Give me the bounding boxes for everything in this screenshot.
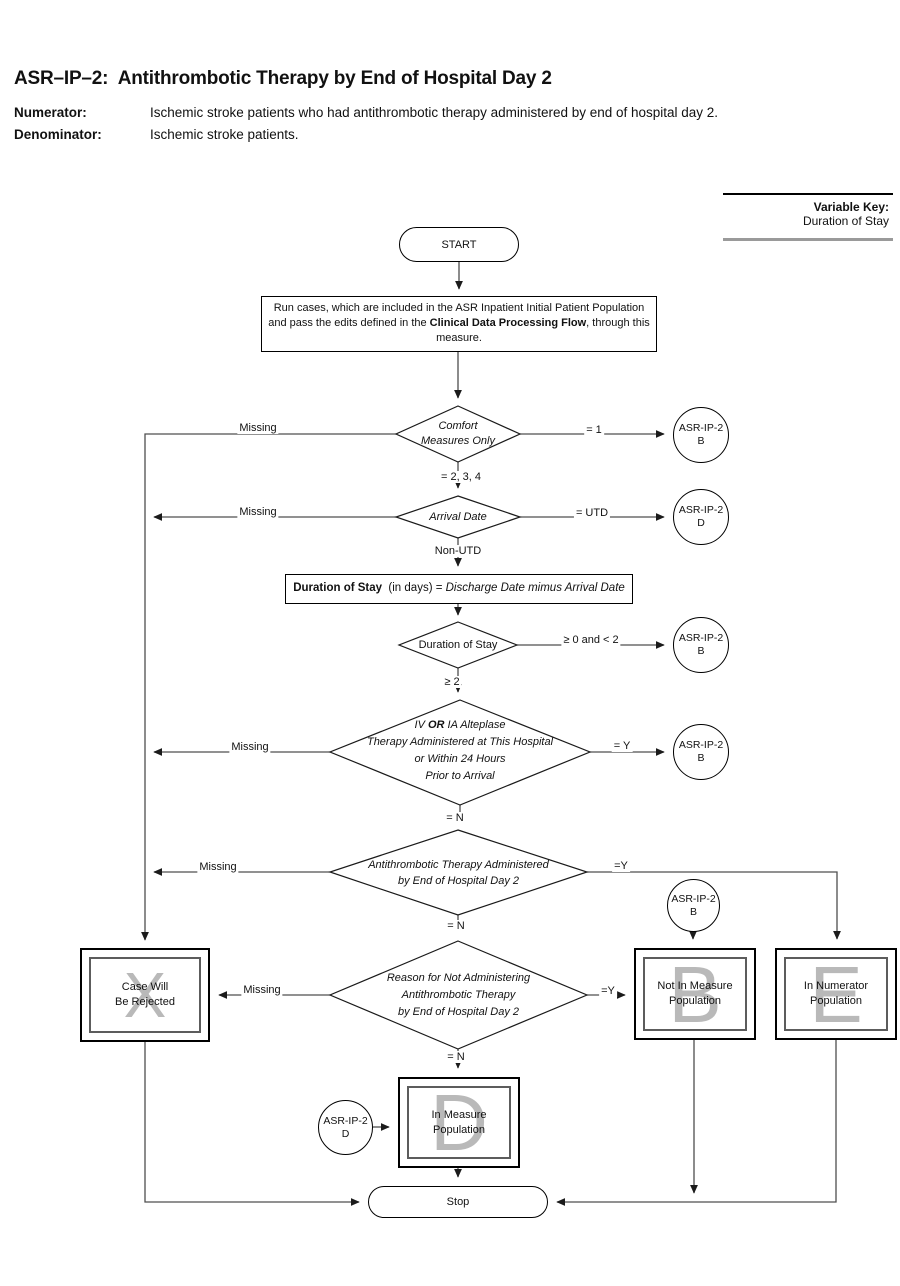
label-non-utd: Non-UTD bbox=[432, 545, 484, 557]
numerator-label: Numerator: bbox=[14, 105, 87, 120]
reason-diamond-shape bbox=[328, 940, 589, 1050]
duration-diamond-text: Duration of Stay bbox=[418, 639, 498, 651]
reason-diamond-text: Reason for Not Administering Antithrombo… bbox=[386, 972, 531, 1018]
page-title: ASR–IP–2: Antithrombotic Therapy by End … bbox=[14, 68, 552, 89]
label-eq-n-reason: = N bbox=[445, 1051, 467, 1063]
label-eq-utd: = UTD bbox=[573, 507, 611, 519]
numerator-row: Numerator: Ischemic stroke patients who … bbox=[14, 105, 884, 120]
numerator-text: Ischemic stroke patients who had antithr… bbox=[150, 105, 719, 120]
label-ge0-lt2: ≥ 0 and < 2 bbox=[561, 634, 621, 646]
arrival-diamond-text: Arrival Date bbox=[429, 511, 487, 523]
label-eq-1: = 1 bbox=[584, 424, 604, 436]
variable-key-value: Duration of Stay bbox=[802, 214, 889, 228]
in-numerator-box: E In Numerator Population bbox=[775, 948, 897, 1040]
comfort-diamond-shape bbox=[394, 405, 522, 463]
label-missing-alteplase: Missing bbox=[229, 741, 271, 753]
run-cases-line2-pre: and pass the edits defined in the bbox=[268, 317, 430, 329]
variable-key-box: Variable Key: Duration of Stay bbox=[723, 193, 893, 241]
label-missing-comfort: Missing bbox=[237, 422, 279, 434]
label-eq-n-alteplase: = N bbox=[444, 812, 466, 824]
label-eq-234: = 2, 3, 4 bbox=[438, 471, 484, 483]
label-missing-reason: Missing bbox=[241, 984, 283, 996]
variable-key-label: Variable Key: bbox=[813, 200, 889, 214]
duration-assignment-box: Duration of Stay (in days) = Discharge D… bbox=[285, 574, 633, 604]
label-ge-2: ≥ 2 bbox=[442, 676, 462, 688]
edge-innumerator-to-stop bbox=[556, 1040, 837, 1206]
antithrombotic-diamond-shape bbox=[328, 829, 589, 916]
not-in-measure-box: B Not In Measure Population bbox=[634, 948, 756, 1040]
start-label: START bbox=[441, 238, 477, 251]
run-cases-line1: Run cases, which are included in the ASR… bbox=[273, 302, 645, 314]
duration-diamond-shape bbox=[397, 621, 519, 669]
edge-comfort-missing bbox=[141, 433, 396, 941]
case-rejected-box: X Case Will Be Rejected bbox=[80, 948, 210, 1042]
alteplase-diamond-text: IV OR IA Alteplase Therapy Administered … bbox=[366, 719, 554, 782]
edge-rejected-to-stop bbox=[144, 1042, 360, 1206]
start-terminator: START bbox=[399, 227, 519, 262]
run-cases-line3: measure. bbox=[436, 332, 482, 344]
label-eq-y-antithrombotic: =Y bbox=[612, 860, 630, 872]
arrival-diamond-shape bbox=[394, 495, 522, 539]
in-measure-box: D In Measure Population bbox=[398, 1077, 520, 1168]
assignment-mid: (in days) = bbox=[382, 582, 446, 594]
run-cases-line2-bold: Clinical Data Processing Flow bbox=[429, 317, 587, 329]
label-missing-antithrombotic: Missing bbox=[197, 861, 239, 873]
denominator-text: Ischemic stroke patients. bbox=[150, 127, 299, 142]
stop-label: Stop bbox=[446, 1196, 470, 1208]
stop-terminator: Stop bbox=[368, 1186, 548, 1218]
assignment-italic: Discharge Date mimus Arrival Date bbox=[445, 582, 625, 594]
label-eq-y-alteplase: = Y bbox=[611, 740, 633, 752]
edge-antithrombotic-eqy bbox=[587, 871, 841, 940]
denominator-label: Denominator: bbox=[14, 127, 102, 142]
antithrombotic-diamond-text: Antithrombotic Therapy Administered by E… bbox=[368, 859, 549, 887]
run-cases-process-box: Run cases, which are included in the ASR… bbox=[261, 296, 657, 352]
label-eq-y-reason: =Y bbox=[599, 985, 617, 997]
alteplase-diamond-shape bbox=[328, 699, 592, 806]
label-eq-n-antithrombotic: = N bbox=[445, 920, 467, 932]
assignment-bold: Duration of Stay bbox=[293, 582, 383, 594]
denominator-row: Denominator: Ischemic stroke patients. bbox=[14, 127, 884, 142]
comfort-diamond-text: Comfort Measures Only bbox=[421, 420, 495, 447]
run-cases-line2-post: , through this bbox=[586, 317, 650, 329]
label-missing-arrival: Missing bbox=[237, 506, 279, 518]
